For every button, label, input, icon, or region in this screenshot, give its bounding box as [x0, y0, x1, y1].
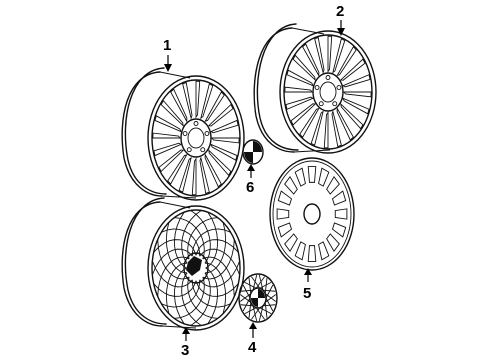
callout-5: 5 — [303, 268, 312, 302]
wheel-2 — [253, 23, 377, 154]
callout-4: 4 — [248, 322, 257, 356]
svg-text:1: 1 — [163, 37, 171, 54]
callout-6: 6 — [246, 164, 255, 196]
hub-cap-4 — [238, 273, 278, 323]
wheel-2-spokes — [284, 35, 372, 149]
wheel-3 — [121, 197, 245, 331]
emblem-6 — [242, 139, 264, 165]
wheel-1 — [121, 67, 245, 201]
wheel-3-mesh — [152, 210, 240, 326]
callout-2: 2 — [336, 3, 345, 36]
svg-text:3: 3 — [181, 342, 189, 359]
svg-text:6: 6 — [246, 179, 254, 196]
callout-1: 1 — [163, 37, 172, 72]
svg-text:4: 4 — [248, 339, 257, 356]
wheel-1-spokes — [152, 80, 240, 196]
svg-text:5: 5 — [303, 285, 311, 302]
svg-text:2: 2 — [336, 3, 344, 20]
wheel-cover-5 — [269, 157, 355, 271]
callout-3: 3 — [181, 327, 190, 359]
